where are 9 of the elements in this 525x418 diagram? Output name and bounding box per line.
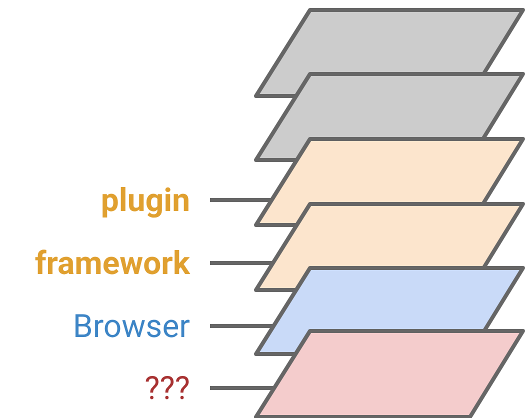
layer-label: Browser [72, 306, 190, 346]
leader-line [210, 324, 274, 328]
layer-label: framework [34, 243, 190, 283]
leader-line [210, 261, 273, 265]
layer-label: plugin [100, 180, 190, 220]
layer-plane [254, 329, 525, 418]
layer-label: ??? [144, 368, 190, 408]
leader-line [210, 198, 272, 202]
leader-line [210, 386, 274, 390]
